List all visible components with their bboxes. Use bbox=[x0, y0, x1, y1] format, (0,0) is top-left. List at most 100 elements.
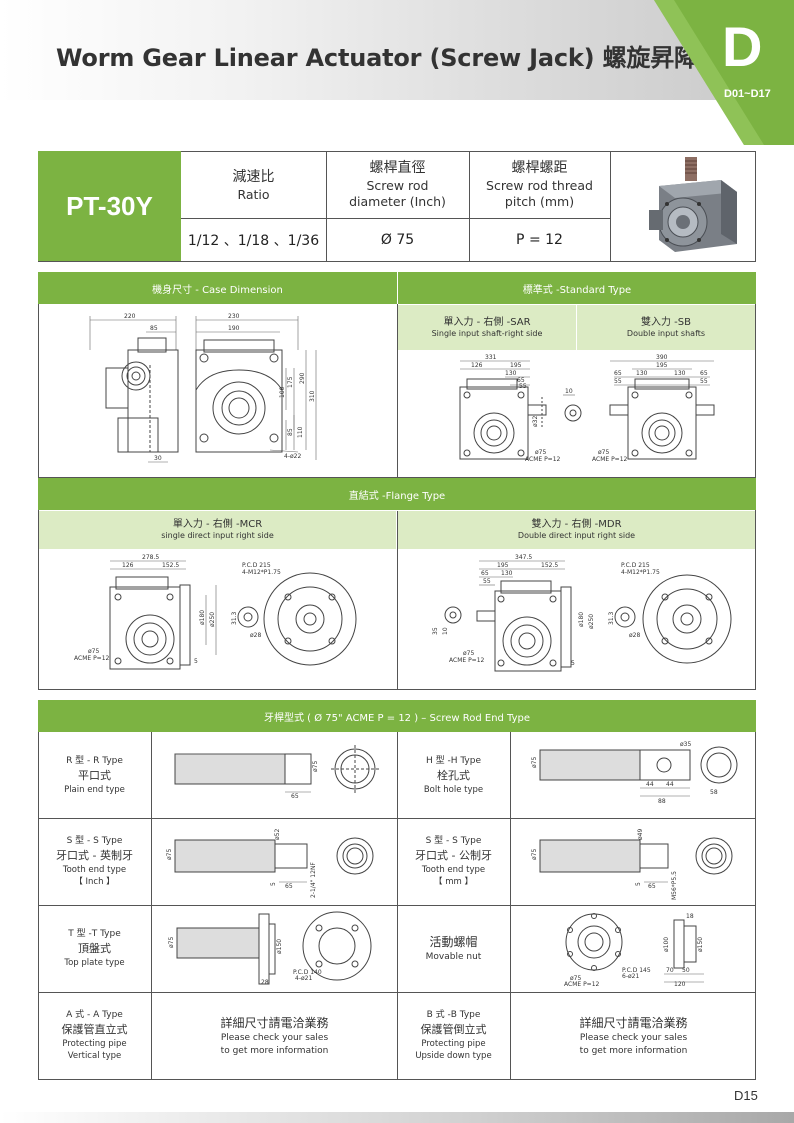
svg-text:130: 130 bbox=[501, 570, 513, 577]
svg-text:ø75: ø75 bbox=[570, 975, 581, 982]
svg-text:ø28: ø28 bbox=[629, 632, 640, 639]
svg-text:ø75: ø75 bbox=[88, 648, 99, 655]
svg-text:85: 85 bbox=[150, 325, 158, 332]
svg-text:31.3: 31.3 bbox=[231, 611, 238, 625]
svg-text:30: 30 bbox=[154, 455, 162, 462]
svg-text:65: 65 bbox=[700, 370, 708, 377]
svg-text:55: 55 bbox=[483, 578, 491, 585]
svg-text:ø49: ø49 bbox=[637, 829, 644, 840]
svg-text:ø35: ø35 bbox=[680, 741, 691, 748]
section-letter: D bbox=[722, 15, 763, 78]
svg-text:ø75: ø75 bbox=[166, 849, 173, 860]
svg-text:58: 58 bbox=[710, 789, 718, 796]
h-type-drawing: ø35 ø75 44 44 88 58 bbox=[531, 741, 738, 805]
svg-text:110: 110 bbox=[297, 426, 304, 438]
svg-text:5: 5 bbox=[635, 882, 642, 886]
svg-text:4-ø22: 4-ø22 bbox=[284, 453, 301, 460]
svg-text:175: 175 bbox=[287, 376, 294, 388]
svg-text:55: 55 bbox=[700, 378, 708, 385]
svg-text:ACME P=12: ACME P=12 bbox=[564, 981, 600, 988]
svg-text:65: 65 bbox=[614, 370, 622, 377]
svg-text:100: 100 bbox=[279, 386, 286, 398]
svg-text:70: 70 bbox=[666, 967, 674, 974]
svg-text:ø75: ø75 bbox=[531, 849, 538, 860]
svg-text:35: 35 bbox=[432, 627, 439, 635]
svg-text:310: 310 bbox=[309, 390, 316, 402]
svg-text:230: 230 bbox=[228, 313, 240, 320]
svg-text:ø100: ø100 bbox=[663, 937, 670, 952]
svg-text:55: 55 bbox=[519, 383, 527, 390]
svg-text:ø52: ø52 bbox=[274, 829, 281, 840]
sar-drawing: 331 126 195 130 65 55 10 ø32 ø75 ACME P=… bbox=[459, 354, 582, 463]
svg-text:31.3: 31.3 bbox=[608, 611, 615, 625]
svg-text:4-ø21: 4-ø21 bbox=[295, 975, 312, 982]
svg-text:347.5: 347.5 bbox=[515, 554, 532, 561]
svg-text:ø150: ø150 bbox=[276, 939, 283, 954]
svg-text:ø180: ø180 bbox=[199, 610, 206, 625]
section-range: D01~D17 bbox=[724, 88, 771, 100]
rod-end-title: 牙桿型式 ( Ø 75" ACME P = 12 ) – Screw Rod E… bbox=[38, 700, 756, 732]
svg-text:130: 130 bbox=[674, 370, 686, 377]
svg-text:2-1/4" 12NF: 2-1/4" 12NF bbox=[310, 862, 317, 898]
svg-text:331: 331 bbox=[485, 354, 497, 361]
movable-nut-drawing: 18 ø100 ø150 70 50 120 ø75 ACME P=12 P.C… bbox=[564, 913, 704, 988]
mcr-drawing: 278.5 126 152.5 P.C.D 215 4-M12*P1.75 ø1… bbox=[74, 554, 357, 670]
svg-text:ø32: ø32 bbox=[532, 416, 539, 427]
rod-diameter-value: Ø 75 bbox=[380, 232, 415, 248]
thread-pitch-value: P = 12 bbox=[516, 232, 563, 248]
svg-text:P.C.D 140: P.C.D 140 bbox=[293, 969, 322, 976]
svg-text:P.C.D 145: P.C.D 145 bbox=[622, 967, 651, 974]
svg-text:ø180: ø180 bbox=[578, 612, 585, 627]
mdr-drawing: 347.5 195 152.5 65 130 55 P.C.D 215 4-M1… bbox=[432, 554, 732, 672]
svg-text:ACME P=12: ACME P=12 bbox=[449, 657, 485, 664]
product-photo bbox=[649, 157, 737, 252]
page-number: D15 bbox=[734, 1088, 758, 1103]
svg-text:ø28: ø28 bbox=[250, 632, 261, 639]
svg-text:152.5: 152.5 bbox=[162, 562, 179, 569]
ratio-value: 1/12 、1/18 、1/36 bbox=[187, 233, 320, 249]
svg-text:ø150: ø150 bbox=[697, 937, 704, 952]
svg-text:ø75: ø75 bbox=[463, 650, 474, 657]
svg-text:18: 18 bbox=[686, 913, 694, 920]
svg-text:88: 88 bbox=[658, 798, 666, 805]
s-inch-type-drawing: ø75 ø52 65 5 2-1/4" 12NF bbox=[166, 829, 374, 898]
svg-text:5: 5 bbox=[270, 882, 277, 886]
svg-text:P.C.D 215: P.C.D 215 bbox=[621, 562, 650, 569]
svg-text:4-M12*P1.75: 4-M12*P1.75 bbox=[621, 569, 660, 576]
s-mm-type-drawing: ø75 ø49 65 5 M56*P5.5 bbox=[531, 829, 733, 900]
svg-text:5: 5 bbox=[194, 658, 198, 665]
svg-text:P.C.D 215: P.C.D 215 bbox=[242, 562, 271, 569]
svg-text:44: 44 bbox=[666, 781, 674, 788]
svg-text:65: 65 bbox=[517, 377, 525, 384]
sb-drawing: 390 195 65 130 130 65 55 55 ø75 ACME P=1… bbox=[592, 354, 715, 463]
svg-text:ø75: ø75 bbox=[168, 937, 175, 948]
svg-text:ø75: ø75 bbox=[535, 449, 546, 456]
svg-text:55: 55 bbox=[614, 378, 622, 385]
svg-text:ACME P=12: ACME P=12 bbox=[592, 456, 628, 463]
svg-text:130: 130 bbox=[636, 370, 648, 377]
svg-text:ø75: ø75 bbox=[312, 761, 319, 772]
t-type-drawing: ø75 ø150 28 P.C.D 140 4-ø21 bbox=[168, 911, 372, 986]
svg-text:85: 85 bbox=[287, 428, 294, 436]
svg-text:152.5: 152.5 bbox=[541, 562, 558, 569]
section-tab bbox=[654, 0, 794, 145]
svg-text:44: 44 bbox=[646, 781, 654, 788]
svg-text:ø75: ø75 bbox=[598, 449, 609, 456]
svg-text:ACME P=12: ACME P=12 bbox=[74, 655, 110, 662]
svg-text:290: 290 bbox=[299, 372, 306, 384]
svg-text:126: 126 bbox=[122, 562, 134, 569]
svg-text:220: 220 bbox=[124, 313, 136, 320]
